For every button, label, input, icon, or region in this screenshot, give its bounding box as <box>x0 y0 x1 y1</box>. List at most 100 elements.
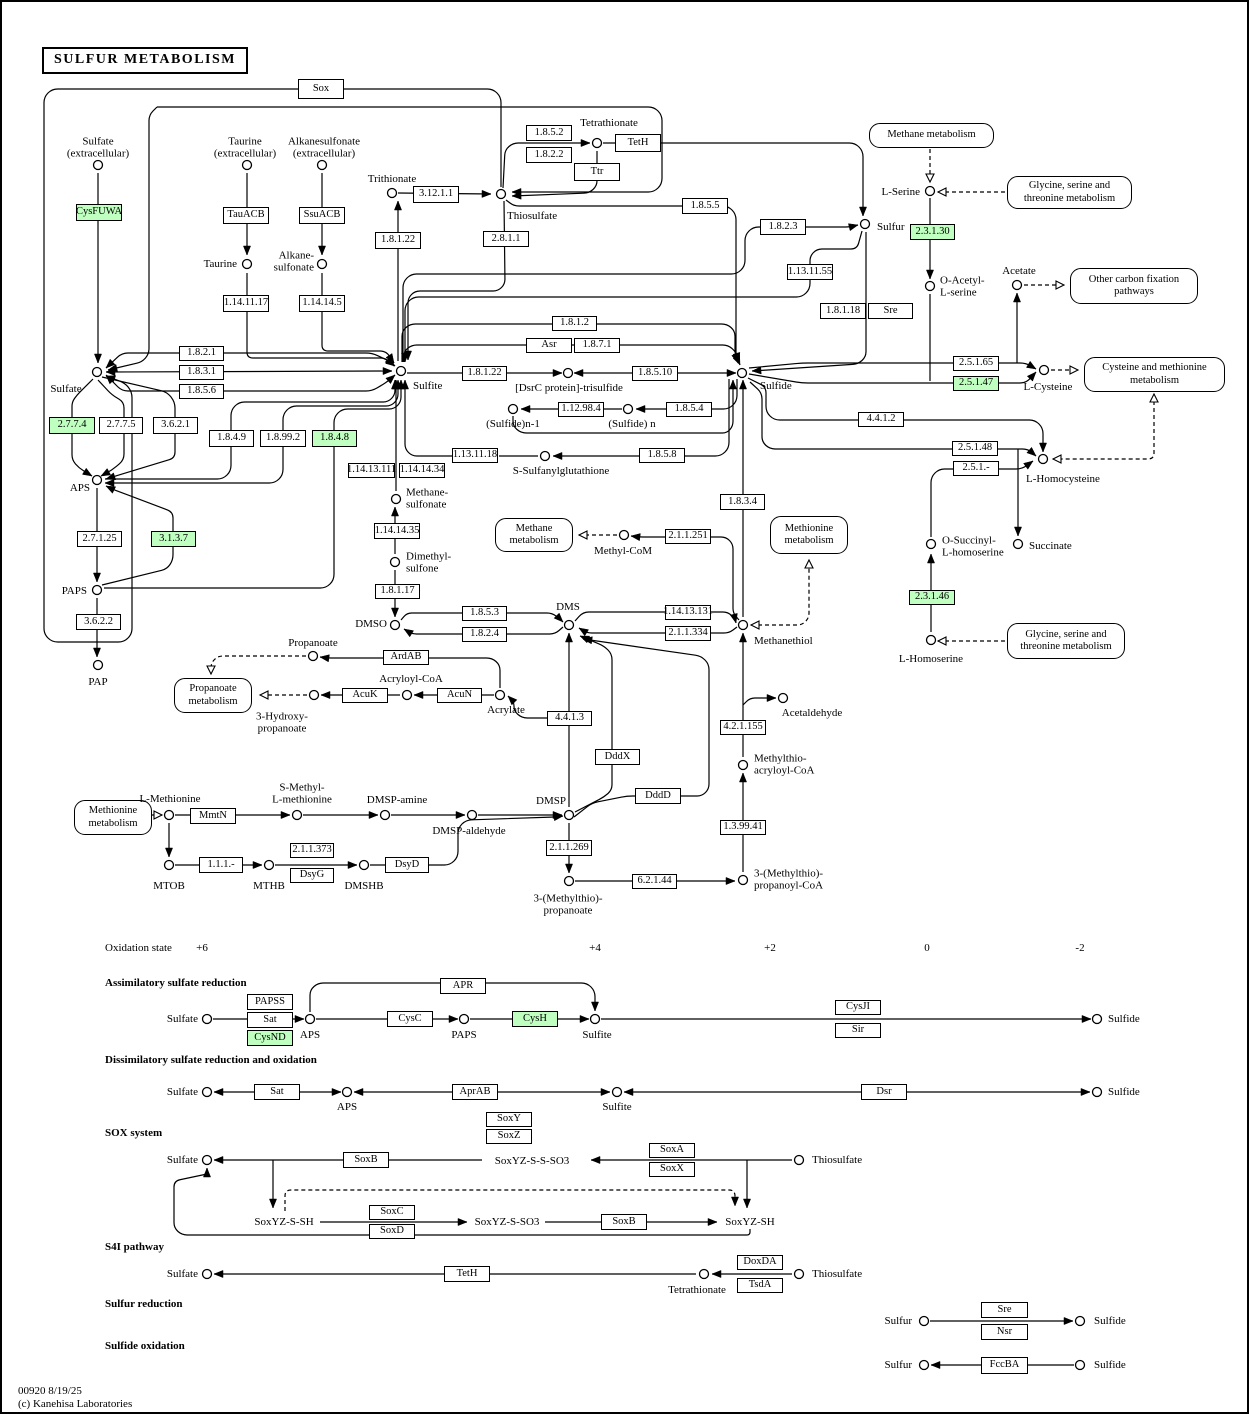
pathway-link-glycine-serine-and-threonine-metabolism[interactable]: Glycine, serine and threonine metabolism <box>1007 176 1132 209</box>
compound-node[interactable] <box>622 403 634 415</box>
enzyme-box-3-12-1-1[interactable]: 3.12.1.1 <box>413 186 459 203</box>
enzyme-box-cysnd[interactable]: CysND <box>247 1030 293 1046</box>
enzyme-box-3-6-2-2[interactable]: 3.6.2.2 <box>76 614 121 630</box>
compound-node[interactable] <box>316 159 328 171</box>
enzyme-box-1-8-1-17[interactable]: 1.8.1.17 <box>375 584 420 599</box>
compound-node[interactable] <box>618 529 630 541</box>
enzyme-box-acun[interactable]: AcuN <box>437 688 482 703</box>
compound-node[interactable] <box>924 280 936 292</box>
enzyme-box-1-8-4-9[interactable]: 1.8.4.9 <box>209 430 254 447</box>
compound-node[interactable] <box>1091 1086 1103 1098</box>
compound-node[interactable] <box>163 859 175 871</box>
enzyme-box-cysfuwa[interactable]: CysFUWA <box>76 204 122 221</box>
enzyme-box-1-14-14-5[interactable]: 1.14.14.5 <box>299 295 345 312</box>
enzyme-box-cysh[interactable]: CysH <box>512 1011 558 1027</box>
enzyme-box-1-1-1-[interactable]: 1.1.1.- <box>199 857 243 873</box>
compound-node[interactable] <box>1038 364 1050 376</box>
compound-node[interactable] <box>1091 1013 1103 1025</box>
enzyme-box-1-8-4-8[interactable]: 1.8.4.8 <box>312 430 357 447</box>
enzyme-box-1-8-1-18[interactable]: 1.8.1.18 <box>820 303 866 319</box>
enzyme-box-2-3-1-30[interactable]: 2.3.1.30 <box>910 224 955 240</box>
enzyme-box-1-14-11-17[interactable]: 1.14.11.17 <box>223 295 269 312</box>
compound-node[interactable] <box>390 493 402 505</box>
enzyme-box-1-13-11-55[interactable]: 1.13.11.55 <box>787 264 833 280</box>
compound-node[interactable] <box>777 692 789 704</box>
enzyme-box-soxb[interactable]: SoxB <box>343 1152 389 1168</box>
compound-node[interactable] <box>395 365 407 377</box>
compound-node[interactable] <box>358 859 370 871</box>
compound-node[interactable] <box>241 258 253 270</box>
compound-node[interactable] <box>401 689 413 701</box>
enzyme-box-1-8-2-4[interactable]: 1.8.2.4 <box>462 627 507 642</box>
enzyme-box-ssuacb[interactable]: SsuACB <box>299 207 345 224</box>
compound-node[interactable] <box>389 619 401 631</box>
enzyme-box-1-13-11-18[interactable]: 1.13.11.18 <box>452 448 498 463</box>
compound-node[interactable] <box>1011 279 1023 291</box>
enzyme-box-1-8-7-1[interactable]: 1.8.7.1 <box>574 338 620 353</box>
enzyme-box-sir[interactable]: Sir <box>835 1023 881 1038</box>
enzyme-box-asr[interactable]: Asr <box>526 338 572 353</box>
enzyme-box-4-4-1-3[interactable]: 4.4.1.3 <box>547 711 592 726</box>
compound-node[interactable] <box>91 366 103 378</box>
enzyme-box-nsr[interactable]: Nsr <box>981 1324 1028 1340</box>
enzyme-box-1-8-5-8[interactable]: 1.8.5.8 <box>639 448 685 463</box>
compound-node[interactable] <box>507 403 519 415</box>
compound-node[interactable] <box>241 159 253 171</box>
enzyme-box-sre[interactable]: Sre <box>868 303 913 319</box>
compound-node[interactable] <box>698 1268 710 1280</box>
enzyme-box-2-7-7-5[interactable]: 2.7.7.5 <box>99 417 143 434</box>
compound-node[interactable] <box>563 619 575 631</box>
enzyme-box-1-14-13-111[interactable]: 1.14.13.111 <box>347 463 396 478</box>
enzyme-box-soxd[interactable]: SoxD <box>369 1224 415 1239</box>
enzyme-box-soxc[interactable]: SoxC <box>369 1205 415 1220</box>
compound-node[interactable] <box>918 1315 930 1327</box>
compound-node[interactable] <box>591 137 603 149</box>
pathway-link-methane-metabolism[interactable]: Methane metabolism <box>869 123 994 148</box>
compound-node[interactable] <box>91 584 103 596</box>
enzyme-box-soxy[interactable]: SoxY <box>486 1112 532 1127</box>
compound-node[interactable] <box>466 809 478 821</box>
compound-node[interactable] <box>494 689 506 701</box>
compound-node[interactable] <box>793 1154 805 1166</box>
compound-node[interactable] <box>379 809 391 821</box>
enzyme-box-1-8-5-3[interactable]: 1.8.5.3 <box>462 606 507 621</box>
enzyme-box-6-2-1-44[interactable]: 6.2.1.44 <box>632 874 677 889</box>
enzyme-box-2-5-1-65[interactable]: 2.5.1.65 <box>953 356 999 371</box>
pathway-link-methane-metabolism[interactable]: Methane metabolism <box>495 518 573 552</box>
enzyme-box-1-8-5-4[interactable]: 1.8.5.4 <box>666 402 712 417</box>
compound-node[interactable] <box>201 1154 213 1166</box>
enzyme-box-1-8-99-2[interactable]: 1.8.99.2 <box>260 430 306 447</box>
enzyme-box-1-8-3-1[interactable]: 1.8.3.1 <box>179 365 224 380</box>
enzyme-box-1-8-5-5[interactable]: 1.8.5.5 <box>682 198 728 214</box>
enzyme-box-dsyd[interactable]: DsyD <box>385 857 429 873</box>
compound-node[interactable] <box>736 367 748 379</box>
enzyme-box-soxz[interactable]: SoxZ <box>486 1129 532 1144</box>
pathway-link-glycine-serine-and-threonine-metabolism[interactable]: Glycine, serine and threonine metabolism <box>1007 623 1125 659</box>
enzyme-box-1-8-1-22[interactable]: 1.8.1.22 <box>375 232 421 249</box>
enzyme-box-sat[interactable]: Sat <box>254 1084 300 1100</box>
enzyme-box-cysc[interactable]: CysC <box>387 1011 433 1027</box>
enzyme-box-1-8-2-3[interactable]: 1.8.2.3 <box>760 219 806 235</box>
compound-node[interactable] <box>562 367 574 379</box>
pathway-link-other-carbon-fixation-pathways[interactable]: Other carbon fixation pathways <box>1070 268 1198 304</box>
compound-node[interactable] <box>291 809 303 821</box>
compound-node[interactable] <box>859 218 871 230</box>
enzyme-box-dddx[interactable]: DddX <box>595 749 640 765</box>
compound-node[interactable] <box>201 1268 213 1280</box>
compound-node[interactable] <box>611 1086 623 1098</box>
compound-node[interactable] <box>307 650 319 662</box>
enzyme-box-3-6-2-1[interactable]: 3.6.2.1 <box>153 417 198 434</box>
enzyme-box-2-5-1-47[interactable]: 2.5.1.47 <box>953 376 999 391</box>
pathway-link-propanoate-metabolism[interactable]: Propanoate metabolism <box>174 678 252 713</box>
compound-node[interactable] <box>737 874 749 886</box>
pathway-link-methionine-metabolism[interactable]: Methionine metabolism <box>770 516 848 554</box>
enzyme-box-cysji[interactable]: CysJI <box>835 1000 881 1015</box>
compound-node[interactable] <box>201 1086 213 1098</box>
enzyme-box-2-3-1-46[interactable]: 2.3.1.46 <box>909 590 955 605</box>
enzyme-box-soxb[interactable]: SoxB <box>601 1214 647 1230</box>
enzyme-box-1-8-2-1[interactable]: 1.8.2.1 <box>179 346 224 361</box>
enzyme-box-ttr[interactable]: Ttr <box>574 163 620 181</box>
enzyme-box-2-1-1-269[interactable]: 2.1.1.269 <box>546 840 592 856</box>
enzyme-box-sat[interactable]: Sat <box>247 1012 293 1028</box>
enzyme-box-ardab[interactable]: ArdAB <box>383 650 429 665</box>
